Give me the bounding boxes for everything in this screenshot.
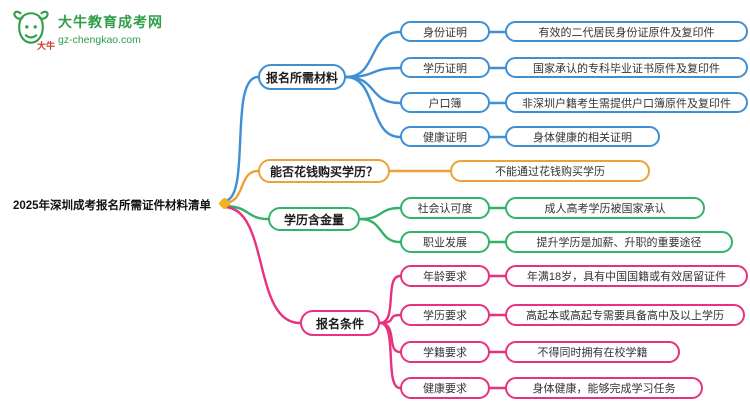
detail-social-recognition: 成人高考学历被国家承认 [505, 197, 705, 219]
branch-buy-degree-question: 能否花钱购买学历？ [258, 159, 390, 183]
detail-buy-degree-answer: 不能通过花钱购买学历 [450, 160, 650, 182]
detail-health-requirement: 身体健康，能够完成学习任务 [505, 377, 703, 399]
branch-degree-value: 学历含金量 [268, 207, 360, 231]
logo-text-block: 大牛教育成考网 gz-chengkao.com [58, 12, 163, 46]
mindmap-root-title: 2025年深圳成考报名所需证件材料清单 [12, 200, 212, 212]
detail-identity-proof: 有效的二代居民身份证原件及复印件 [505, 21, 748, 42]
detail-education-proof: 国家承认的专科毕业证书原件及复印件 [505, 57, 748, 78]
node-health-requirement: 健康要求 [400, 377, 490, 399]
detail-enrollment-requirement: 不得同时拥有在校学籍 [505, 341, 680, 363]
node-enrollment-requirement: 学籍要求 [400, 341, 490, 363]
branch-required-materials: 报名所需材料 [258, 64, 346, 90]
node-age-requirement: 年龄要求 [400, 265, 490, 287]
node-career-development: 职业发展 [400, 231, 490, 253]
node-education-requirement: 学历要求 [400, 304, 490, 326]
logo-seal-text: 大牛 [36, 41, 55, 51]
detail-health-certificate: 身体健康的相关证明 [505, 126, 660, 147]
site-logo: 大牛 大牛教育成考网 gz-chengkao.com [10, 8, 163, 51]
node-health-certificate: 健康证明 [400, 126, 490, 147]
branch-registration-conditions: 报名条件 [300, 310, 380, 336]
detail-education-requirement: 高起本或高起专需要具备高中及以上学历 [505, 304, 745, 326]
logo-site-domain: gz-chengkao.com [58, 34, 141, 46]
logo-site-name: 大牛教育成考网 [58, 14, 163, 30]
detail-career-development: 提升学历是加薪、升职的重要途径 [505, 231, 733, 253]
detail-age-requirement: 年满18岁，具有中国国籍或有效居留证件 [505, 265, 748, 287]
node-identity-proof: 身份证明 [400, 21, 490, 42]
node-household-register: 户口簿 [400, 92, 490, 113]
detail-household-register: 非深圳户籍考生需提供户口簿原件及复印件 [505, 92, 748, 113]
node-social-recognition: 社会认可度 [400, 197, 490, 219]
node-education-proof: 学历证明 [400, 57, 490, 78]
bull-logo-icon: 大牛 [10, 8, 55, 51]
